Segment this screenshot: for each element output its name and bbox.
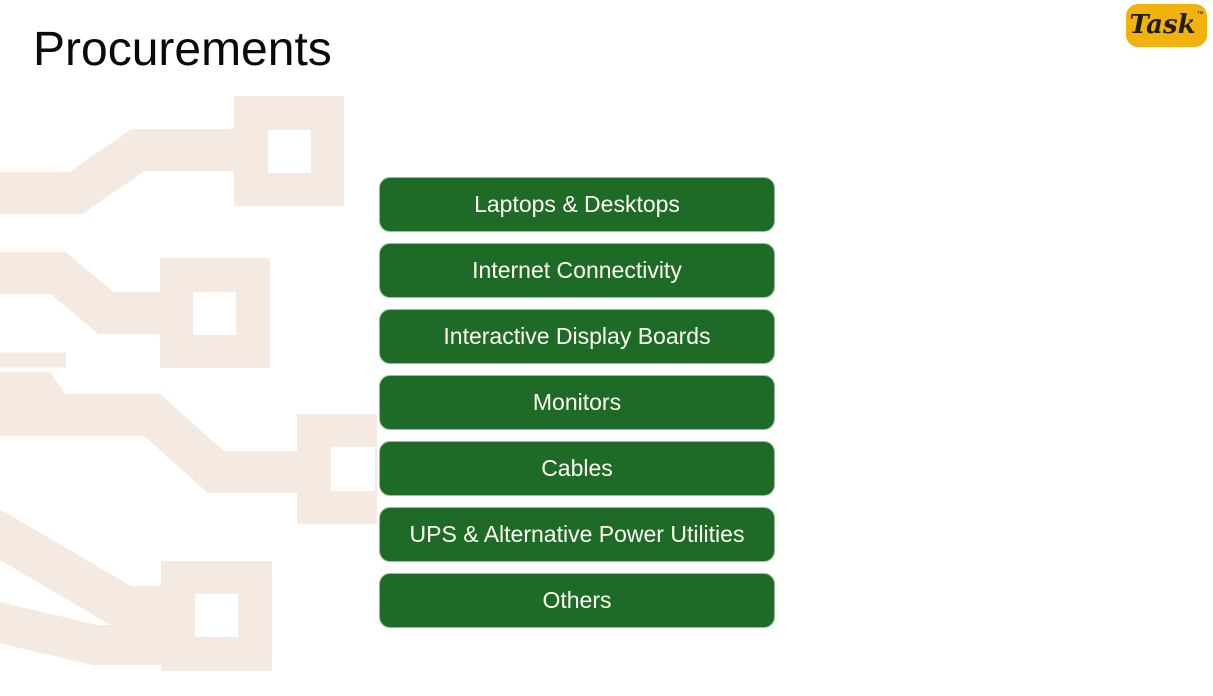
button-monitors[interactable]: Monitors: [379, 375, 775, 430]
procurement-button-list: Laptops & Desktops Internet Connectivity…: [379, 177, 775, 628]
circuit-trace: [0, 252, 170, 334]
circuit-trace: [0, 394, 302, 493]
circuit-pad: [234, 96, 344, 206]
circuit-pad: [161, 561, 272, 671]
button-laptops-desktops[interactable]: Laptops & Desktops: [379, 177, 775, 232]
circuit-pad: [160, 258, 270, 368]
button-ups-alternative-power[interactable]: UPS & Alternative Power Utilities: [379, 507, 775, 562]
trademark-symbol: ™: [1196, 11, 1204, 18]
button-others[interactable]: Others: [379, 573, 775, 628]
page-title: Procurements: [33, 23, 332, 76]
button-interactive-display-boards[interactable]: Interactive Display Boards: [379, 309, 775, 364]
circuit-trace: [0, 509, 170, 630]
button-internet-connectivity[interactable]: Internet Connectivity: [379, 243, 775, 298]
circuit-blob: [0, 372, 96, 436]
circuit-pad: [297, 414, 377, 524]
button-cables[interactable]: Cables: [379, 441, 775, 496]
circuit-trace: [0, 129, 240, 214]
task-logo-text: Task: [1129, 9, 1196, 40]
circuit-trace: [0, 602, 170, 665]
